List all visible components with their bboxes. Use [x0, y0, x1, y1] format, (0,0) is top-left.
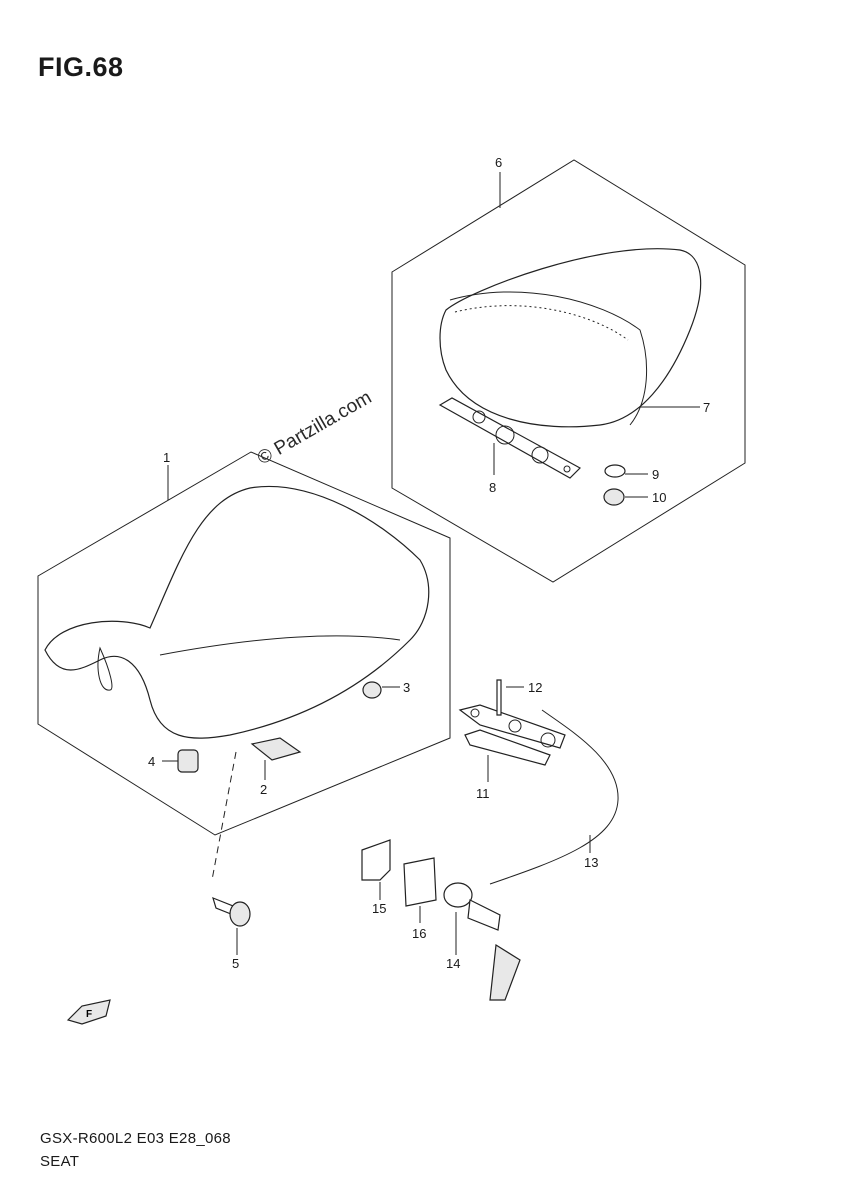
pad-part [250, 737, 302, 761]
callout-1: 1 [163, 450, 170, 465]
rear-seat-part [439, 248, 702, 428]
front-arrow-icon: F [66, 999, 111, 1025]
callout-12: 12 [528, 680, 542, 695]
callout-7: 7 [703, 400, 710, 415]
watermark: © Partzilla.com [254, 387, 375, 469]
callout-8: 8 [489, 480, 496, 495]
callout-16: 16 [412, 926, 426, 941]
model-code: GSX-R600L2 E03 E28_068 [40, 1130, 231, 1147]
sheet-name: SEAT [40, 1153, 80, 1170]
screw-part [496, 679, 502, 716]
callout-10: 10 [652, 490, 666, 505]
clip-part [361, 839, 391, 881]
nut-part [603, 488, 625, 506]
rear-seat-bracket-part [438, 397, 581, 479]
callout-11: 11 [476, 786, 490, 801]
callout-14: 14 [446, 956, 460, 971]
plate-part [403, 857, 437, 907]
seat-lock-bracket-part [458, 704, 566, 766]
callout-2: 2 [260, 782, 267, 797]
callout-4: 4 [148, 754, 155, 769]
callout-3: 3 [403, 680, 410, 695]
front-arrow-label: F [86, 1009, 92, 1020]
assembly-6-outline [391, 159, 746, 583]
cable-part [489, 709, 619, 885]
front-seat-part [44, 486, 430, 739]
lock-and-keys-part [443, 882, 521, 1001]
bolt-part [212, 896, 251, 927]
callout-13: 13 [584, 855, 598, 870]
washer-part [604, 464, 626, 478]
assembly-1-outline [37, 451, 451, 836]
callout-9: 9 [652, 467, 659, 482]
cushion-part [177, 749, 199, 773]
callout-5: 5 [232, 956, 239, 971]
figure-title: FIG.68 [38, 52, 124, 82]
callout-6: 6 [495, 155, 502, 170]
cushion-nut-part [362, 681, 382, 699]
callout-15: 15 [372, 901, 386, 916]
